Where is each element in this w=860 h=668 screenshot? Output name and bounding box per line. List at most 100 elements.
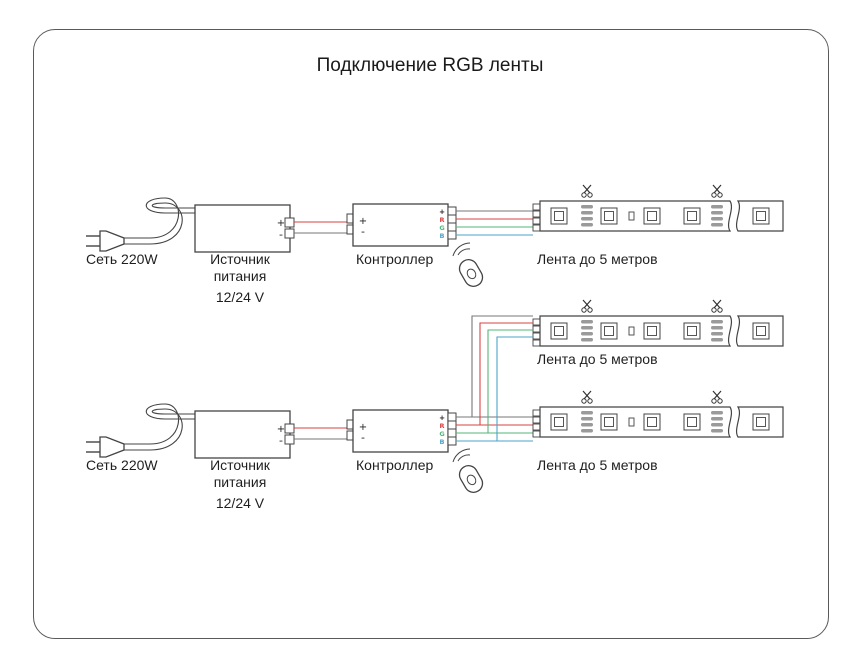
solder-pad — [711, 423, 723, 427]
solder-pad — [711, 223, 723, 227]
out-g-mark: G — [439, 430, 444, 438]
controller-output-terminal — [447, 420, 457, 430]
scissors-blade — [582, 299, 591, 309]
scissors-icon — [711, 390, 723, 404]
signal-wave-icon — [457, 454, 471, 462]
circuit-2: +-+-+RGB — [86, 315, 784, 493]
signal-wave-icon — [457, 248, 471, 256]
controller-plus-mark: + — [359, 422, 367, 433]
scissors-blade — [712, 184, 721, 194]
power-plug-icon — [86, 230, 125, 252]
scissors-handle — [587, 192, 593, 198]
scissors-blade — [713, 184, 722, 194]
psu-minus-mark: - — [279, 434, 283, 447]
strip-label-3: Лента до 5 метров — [537, 457, 658, 473]
power-plug-icon — [86, 436, 125, 458]
out-b-mark: B — [440, 232, 445, 240]
resistor — [628, 211, 635, 221]
led-chip-lens — [687, 211, 697, 221]
psu-label-line2: питания — [213, 268, 267, 284]
strip-terminal — [532, 430, 541, 438]
led-strip — [532, 184, 784, 232]
remote-control-icon — [452, 448, 484, 493]
solder-pad — [711, 205, 723, 209]
scissors-blade — [713, 390, 722, 400]
remote-button — [466, 268, 477, 280]
resistor — [628, 417, 635, 427]
psu-label-2: Источник питания 12/24 V — [200, 457, 280, 512]
power-cord — [123, 197, 195, 239]
scissors-blade — [582, 184, 591, 194]
remote-button — [466, 474, 477, 486]
solder-pad — [711, 338, 723, 342]
power-supply: +- — [194, 410, 295, 459]
power-supply-box — [194, 410, 291, 459]
strip-terminal — [532, 318, 541, 326]
power-cord — [124, 408, 195, 451]
psu-plus-mark: + — [277, 218, 285, 229]
solder-pad — [581, 332, 593, 336]
signal-wave-icon — [452, 448, 471, 463]
led-chip-lens — [554, 417, 564, 427]
solder-pad — [581, 338, 593, 342]
solder-pad — [581, 205, 593, 209]
out-plus-mark: + — [439, 414, 445, 422]
solder-pad — [711, 211, 723, 215]
strip-terminal — [532, 203, 541, 211]
out-plus-mark: + — [439, 208, 445, 216]
solder-pad — [581, 223, 593, 227]
psu-terminal — [284, 434, 295, 445]
psu-terminal — [284, 228, 295, 239]
diagram-title: Подключение RGB ленты — [316, 55, 544, 76]
controller-minus-mark: - — [361, 225, 365, 238]
scissors-handle — [587, 398, 593, 404]
led-strip — [532, 390, 784, 438]
remote-control-icon — [452, 242, 484, 287]
scissors-blade — [582, 390, 591, 400]
psu-label-line1: Источник — [210, 251, 270, 267]
controller-label-1: Контроллер — [356, 251, 434, 267]
controller-output-terminal — [447, 230, 457, 240]
psu-label-1: Источник питания 12/24 V — [200, 251, 280, 306]
psu-minus-mark: - — [279, 228, 283, 241]
out-b-mark: B — [440, 438, 445, 446]
circuit-1: +-+-+RGB — [86, 184, 784, 287]
scissors-icon — [581, 390, 593, 404]
scissors-handle — [581, 307, 587, 313]
strip-terminal — [532, 423, 541, 431]
strip-segment — [539, 200, 733, 232]
rgb-controller: +-+RGB — [346, 203, 457, 247]
resistor — [628, 326, 635, 336]
led-chip-lens — [604, 326, 614, 336]
psu-terminal — [284, 423, 295, 434]
scissors-handle — [711, 192, 717, 198]
scissors-handle — [711, 398, 717, 404]
strip-terminal — [532, 409, 541, 417]
psu-plus-mark: + — [277, 424, 285, 435]
controller-plus-mark: + — [359, 216, 367, 227]
led-chip-lens — [604, 211, 614, 221]
scissors-icon — [581, 299, 593, 313]
solder-pad — [581, 423, 593, 427]
branch-wire — [456, 322, 533, 426]
scissors-blade — [583, 184, 592, 194]
strip-label-1: Лента до 5 метров — [537, 251, 658, 267]
led-chip-lens — [604, 417, 614, 427]
scissors-icon — [711, 184, 723, 198]
solder-pad — [711, 429, 723, 433]
scissors-handle — [717, 307, 723, 313]
led-chip-lens — [756, 326, 766, 336]
controller-output-terminal — [447, 428, 457, 438]
scissors-icon — [581, 184, 593, 198]
controller-output-terminal — [447, 206, 457, 216]
out-r-mark: R — [439, 216, 444, 224]
controller-output-terminal — [447, 412, 457, 422]
solder-pad — [581, 411, 593, 415]
psu-label-line1: Источник — [210, 457, 270, 473]
power-supply-box — [194, 204, 291, 253]
diagram-frame — [33, 29, 829, 639]
strip-terminal — [532, 224, 541, 232]
psu-label-line2: питания — [213, 474, 267, 490]
led-chip-lens — [687, 417, 697, 427]
